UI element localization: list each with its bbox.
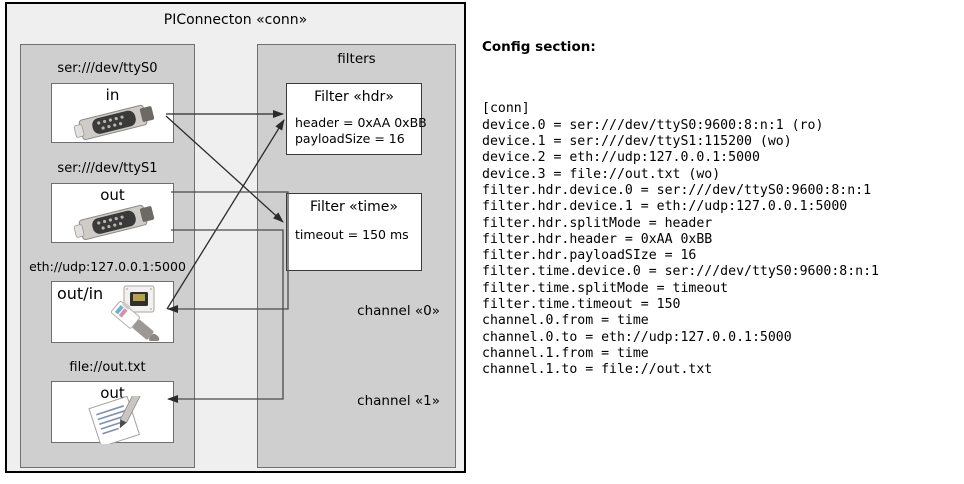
filters-panel-title: filters [337, 51, 376, 67]
config-section: Config section: [conn] device.0 = ser://… [482, 6, 960, 395]
text-file-icon [88, 396, 143, 444]
filter-prop-payloadsize: payloadSize = 16 [295, 131, 405, 146]
filters-panel: filters Filter «hdr» header = 0xAA 0xBB … [257, 44, 456, 468]
ethernet-jack-icon [110, 285, 160, 341]
filter-box-time[interactable]: Filter «time» timeout = 150 ms [286, 193, 422, 271]
diagram-title: PIConnecton «conn» [163, 12, 308, 28]
serial-port-icon [73, 204, 155, 241]
device-box-eth[interactable]: out/in [51, 281, 174, 343]
config-lines: [conn] device.0 = ser:///dev/ttyS0:9600:… [482, 101, 879, 378]
device-label-eth: eth://udp:127.0.0.1:5000 [29, 259, 186, 274]
channel-label-0: channel «0» [357, 303, 440, 319]
device-label-file: file://out.txt [69, 360, 146, 375]
filter-prop-header: header = 0xAA 0xBB [295, 115, 427, 130]
filter-title-hdr: Filter «hdr» [314, 89, 394, 105]
filter-box-hdr[interactable]: Filter «hdr» header = 0xAA 0xBB payloadS… [286, 83, 427, 155]
device-box-file[interactable]: out [51, 381, 174, 444]
device-direction-file: out [100, 384, 125, 402]
connection-diagram: PIConnecton «conn» ser:///dev/ttyS0 in [5, 2, 466, 473]
filter-title-time: Filter «time» [310, 199, 398, 215]
device-direction-ttys0: in [105, 86, 120, 104]
filter-prop-timeout: timeout = 150 ms [295, 227, 409, 242]
config-heading: Config section: [482, 38, 596, 55]
device-label-ttys1: ser:///dev/ttyS1 [57, 161, 158, 176]
channel-label-1: channel «1» [357, 393, 440, 409]
device-direction-ttys1: out [100, 186, 125, 204]
device-box-ttys0[interactable]: in [51, 83, 174, 143]
device-direction-eth: out/in [57, 284, 104, 303]
device-box-ttys1[interactable]: out [51, 183, 174, 243]
device-label-ttys0: ser:///dev/ttyS0 [57, 61, 158, 76]
serial-port-icon [73, 104, 155, 141]
devices-panel: ser:///dev/ttyS0 in [20, 44, 195, 468]
